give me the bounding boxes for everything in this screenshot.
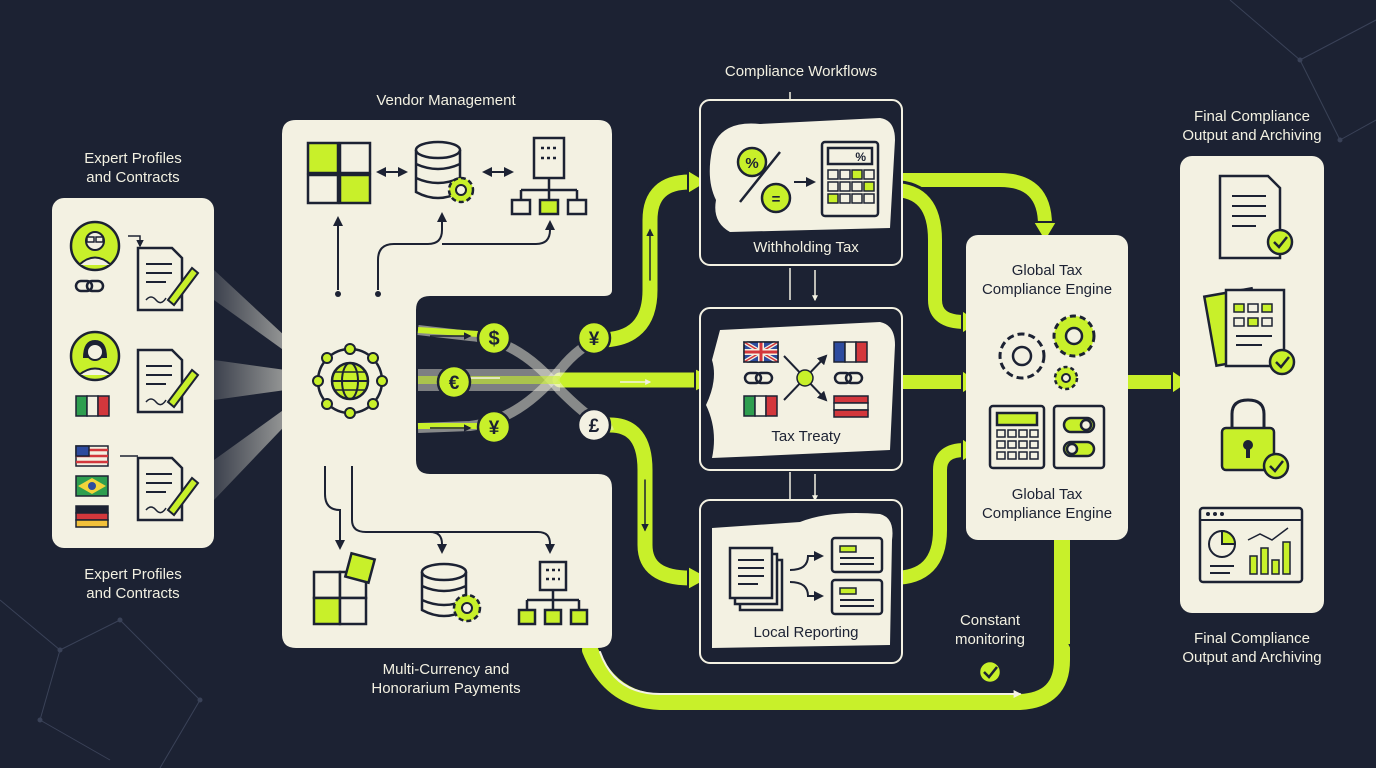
gear-icon-top [447,176,475,204]
gear-icon-engine-large [998,332,1046,380]
final-output-title-top: Final Compliance Output and Archiving [1160,107,1344,145]
dollar-coin-icon: $ [476,320,512,356]
gear-icon-engine-small [1053,365,1079,391]
treaty-cross-arrows [783,354,828,402]
euro-coin-icon: € [436,364,472,400]
expert-profiles-title-bottom: Expert Profiles and Contracts [52,565,214,603]
dashboard-chart-icon [1198,506,1304,584]
constant-monitoring-line-2: monitoring [954,631,1026,648]
france-flag-icon [833,341,868,363]
percent-icon: % = [736,146,792,214]
expert-profiles-top-line-1: Expert Profiles [84,150,182,167]
euro-symbol: € [449,373,460,394]
monitoring-check-icon [977,659,1003,685]
multi-currency-line-1: Multi-Currency and [382,661,510,678]
constant-monitoring-label: Constant monitoring [930,611,1050,649]
multi-currency-line-2: Honorarium Payments [371,680,521,697]
engine-bottom-line-2: Compliance Engine [981,505,1113,522]
germany-flag-icon [75,505,109,528]
dollar-symbol: $ [488,328,499,350]
engine-title-top: Global Tax Compliance Engine [966,261,1128,299]
globe-hub-icon [312,343,388,419]
final-bottom-line-2: Output and Archiving [1182,649,1322,666]
calculator-icon-engine [988,404,1046,470]
italy-flag-icon [75,395,110,417]
percent-symbol: % [745,155,758,172]
final-output-title-bottom: Final Compliance Output and Archiving [1160,629,1344,667]
expert-profiles-top-line-2: and Contracts [86,169,180,186]
pound-symbol: £ [589,416,600,437]
report-stack-icon [728,546,784,612]
puzzle-icon-bottom [312,551,377,626]
compliance-workflows-group: % = % [699,92,903,664]
toggle-switches-icon [1052,404,1106,470]
contract-document-icon-3 [120,455,200,522]
engine-bottom-line-1: Global Tax [1011,486,1083,503]
contract-document-icon-1 [128,235,200,312]
final-top-line-1: Final Compliance [1194,108,1310,125]
link-icon-treaty-right [833,371,864,385]
report-sheets-check-icon [1202,286,1296,376]
final-top-line-2: Output and Archiving [1182,127,1322,144]
link-icon-1 [74,279,105,293]
expert-avatar-icon-2 [69,330,121,382]
constant-monitoring-line-1: Constant [959,612,1021,629]
document-check-icon [1218,174,1294,260]
tax-treaty-label: Tax Treaty [771,428,841,445]
engine-top-line-1: Global Tax [1011,262,1083,279]
flow-pipes [549,170,1187,713]
link-icon-treaty-left [743,371,774,385]
austria-flag-icon [833,395,869,418]
usa-flag-icon [75,445,109,467]
gear-icon-engine-accent [1052,314,1096,358]
calculator-icon: % [820,140,880,218]
pound-coin-icon: £ [576,407,612,443]
report-card-icon-bottom [830,578,884,616]
vendor-management-panel [282,120,612,648]
brazil-flag-icon [75,475,109,497]
final-bottom-line-1: Final Compliance [1194,630,1310,647]
org-chart-icon-bottom [517,560,589,626]
expert-profiles-bottom-line-1: Expert Profiles [84,566,182,583]
vendor-management-title: Vendor Management [376,92,516,109]
compliance-workflows-title: Compliance Workflows [724,63,878,80]
contract-document-icon-2 [136,348,200,414]
uk-flag-icon [742,340,780,364]
expert-avatar-icon-1 [69,220,121,272]
gear-icon-bottom [452,593,482,623]
calculator-display: % [855,150,866,164]
expert-profiles-panel [52,198,214,548]
puzzle-icon-top [306,141,372,205]
report-card-icon-top [830,536,884,574]
multi-currency-title: Multi-Currency and Honorarium Payments [330,660,562,698]
expert-profiles-title-top: Expert Profiles and Contracts [52,149,214,187]
yen-symbol-upper: ¥ [589,329,600,350]
italy-flag-icon-treaty [743,395,778,417]
yen-coin-icon-lower: ¥ [476,409,512,445]
org-chart-icon-top [510,136,588,216]
expert-profiles-bottom-line-2: and Contracts [86,585,180,602]
withholding-tax-label: Withholding Tax [753,239,859,256]
yen-symbol-lower: ¥ [489,418,500,439]
global-tax-engine-panel [966,235,1128,540]
engine-top-line-2: Compliance Engine [981,281,1113,298]
engine-title-bottom: Global Tax Compliance Engine [966,485,1128,523]
yen-coin-icon-upper: ¥ [576,320,612,356]
funnel-beams [214,270,300,500]
lock-check-icon [1220,398,1290,480]
local-reporting-label: Local Reporting [753,624,859,641]
final-output-panel [1180,156,1324,613]
equals-symbol: = [772,191,781,208]
